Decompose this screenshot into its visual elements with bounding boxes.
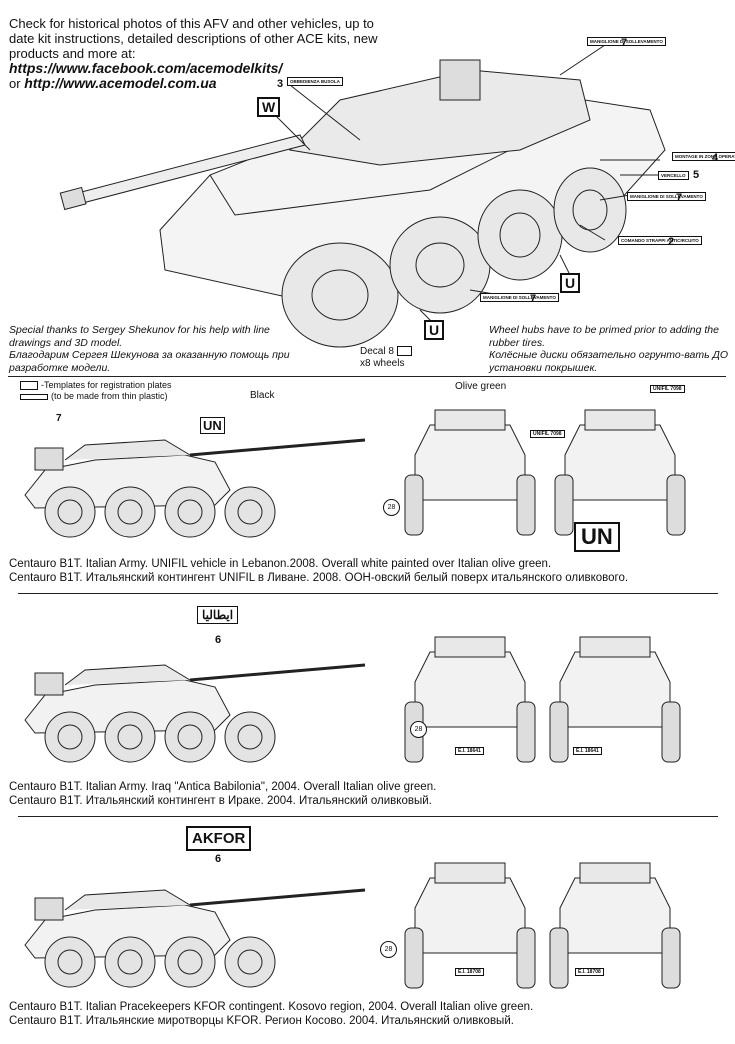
s2-caption: Centauro B1T. Italian Army. Iraq "Antica…	[9, 780, 729, 808]
decal-note: Decal 8 x8 wheels	[360, 346, 412, 370]
s2-circle-28: 28	[410, 721, 427, 738]
decal-line2: x8 wheels	[360, 358, 405, 369]
templates-note: -Templates for registration plates (to b…	[20, 380, 172, 402]
tag-5: VERCELLO	[658, 171, 689, 180]
s3-callout-6: 6	[215, 853, 222, 865]
intro-block: Check for historical photos of this AFV …	[9, 16, 389, 91]
divider-1	[18, 593, 718, 594]
callout-3: 3	[277, 78, 284, 90]
divider-top	[8, 376, 726, 377]
templates-line1: -Templates for registration plates	[41, 380, 172, 390]
s3-caption-en: Centauro B1T. Italian Pracekeepers KFOR …	[9, 1001, 534, 1013]
tag-7-right: MANIGLIONE DI SOLLEVAMENTO	[627, 192, 706, 201]
s3-caption: Centauro B1T. Italian Pracekeepers KFOR …	[9, 1000, 729, 1028]
s1-unifil-plate-rear: UNIFIL 7098	[650, 385, 685, 393]
s2-caption-ru: Centauro B1T. Итальянский контингент в И…	[9, 795, 432, 807]
hubs-ru: Колёсные диски обязательно огрунто-вать …	[489, 349, 729, 374]
tag-2: COMANDO STRAPPI ANTICIRCUITO	[618, 236, 702, 245]
s2-arabic-mark: ايطاليا	[197, 606, 239, 624]
tag-4: MONTAGE IN ZONA OPERATIVA	[672, 152, 735, 161]
hubs-en: Wheel hubs have to be primed prior to ad…	[489, 324, 719, 349]
wheel-hubs-note: Wheel hubs have to be primed prior to ad…	[489, 324, 734, 374]
callout-u-bottom: U	[424, 320, 445, 340]
s2-callout-6: 6	[215, 634, 222, 646]
s3-plate-rear: E.I. 18708	[575, 968, 604, 976]
s1-caption-en: Centauro B1T. Italian Army. UNIFIL vehic…	[9, 558, 552, 570]
tag-7-top: MANIGLIONE DI SOLLEVAMENTO	[587, 37, 666, 46]
s1-un-big-mark: UN	[574, 522, 620, 552]
decal-line1: Decal 8	[360, 346, 394, 357]
callout-7-bottom: 7	[530, 293, 537, 305]
facebook-link[interactable]: https://www.facebook.com/acemodelkits/	[9, 60, 283, 76]
section-drawings	[23, 409, 686, 989]
tag-7-bottom: MANIGLIONE DI SOLLEVAMENTO	[480, 293, 559, 302]
s3-plate-front: E.I. 18708	[455, 968, 484, 976]
callout-4: 4	[712, 152, 719, 164]
divider-2	[18, 816, 718, 817]
thanks-en: Special thanks to Sergey Shekunov for hi…	[9, 324, 270, 349]
s3-circle-28: 28	[380, 941, 397, 958]
s3-akfor-mark: AKFOR	[186, 826, 252, 851]
s2-caption-en: Centauro B1T. Italian Army. Iraq "Antica…	[9, 781, 437, 793]
callout-5: 5	[693, 169, 700, 181]
s1-un-small-mark: UN	[200, 417, 225, 434]
s3-caption-ru: Centauro B1T. Итальянские миротворцы KFO…	[9, 1015, 514, 1027]
or-text: or	[9, 76, 21, 91]
website-link[interactable]: http://www.acemodel.com.ua	[24, 75, 217, 91]
callout-u-right: U	[560, 273, 581, 293]
decal-box-icon	[396, 346, 412, 357]
plate-template-icon	[20, 381, 38, 391]
s1-olive-label: Olive green	[455, 381, 507, 392]
main-vehicle-drawing	[59, 44, 666, 348]
plate-template-thin-icon	[20, 393, 48, 400]
s1-black-label: Black	[250, 390, 275, 401]
thanks-note: Special thanks to Sergey Shekunov for hi…	[9, 324, 309, 374]
intro-text: Check for historical photos of this AFV …	[9, 16, 378, 61]
callout-7-top: 7	[621, 37, 628, 49]
callout-2: 2	[668, 236, 675, 248]
callout-7-right: 7	[676, 192, 683, 204]
thanks-ru: Благодарим Сергея Шекунова за оказанную …	[9, 349, 290, 374]
s1-caption-ru: Centauro B1T. Итальянский контингент UNI…	[9, 572, 629, 584]
callout-w: W	[257, 97, 281, 117]
templates-line2: (to be made from thin plastic)	[51, 391, 168, 401]
s2-plate-rear: E.I. 18641	[573, 747, 602, 755]
s1-caption: Centauro B1T. Italian Army. UNIFIL vehic…	[9, 557, 729, 585]
s1-circle-28: 28	[383, 499, 400, 516]
s1-callout-7: 7	[56, 413, 62, 424]
tag-3: OBBEDIENZA BUSOLA	[287, 77, 343, 86]
s1-unifil-plate-side: UNIFIL 7098	[530, 430, 565, 438]
s2-plate-front: E.I. 18641	[455, 747, 484, 755]
